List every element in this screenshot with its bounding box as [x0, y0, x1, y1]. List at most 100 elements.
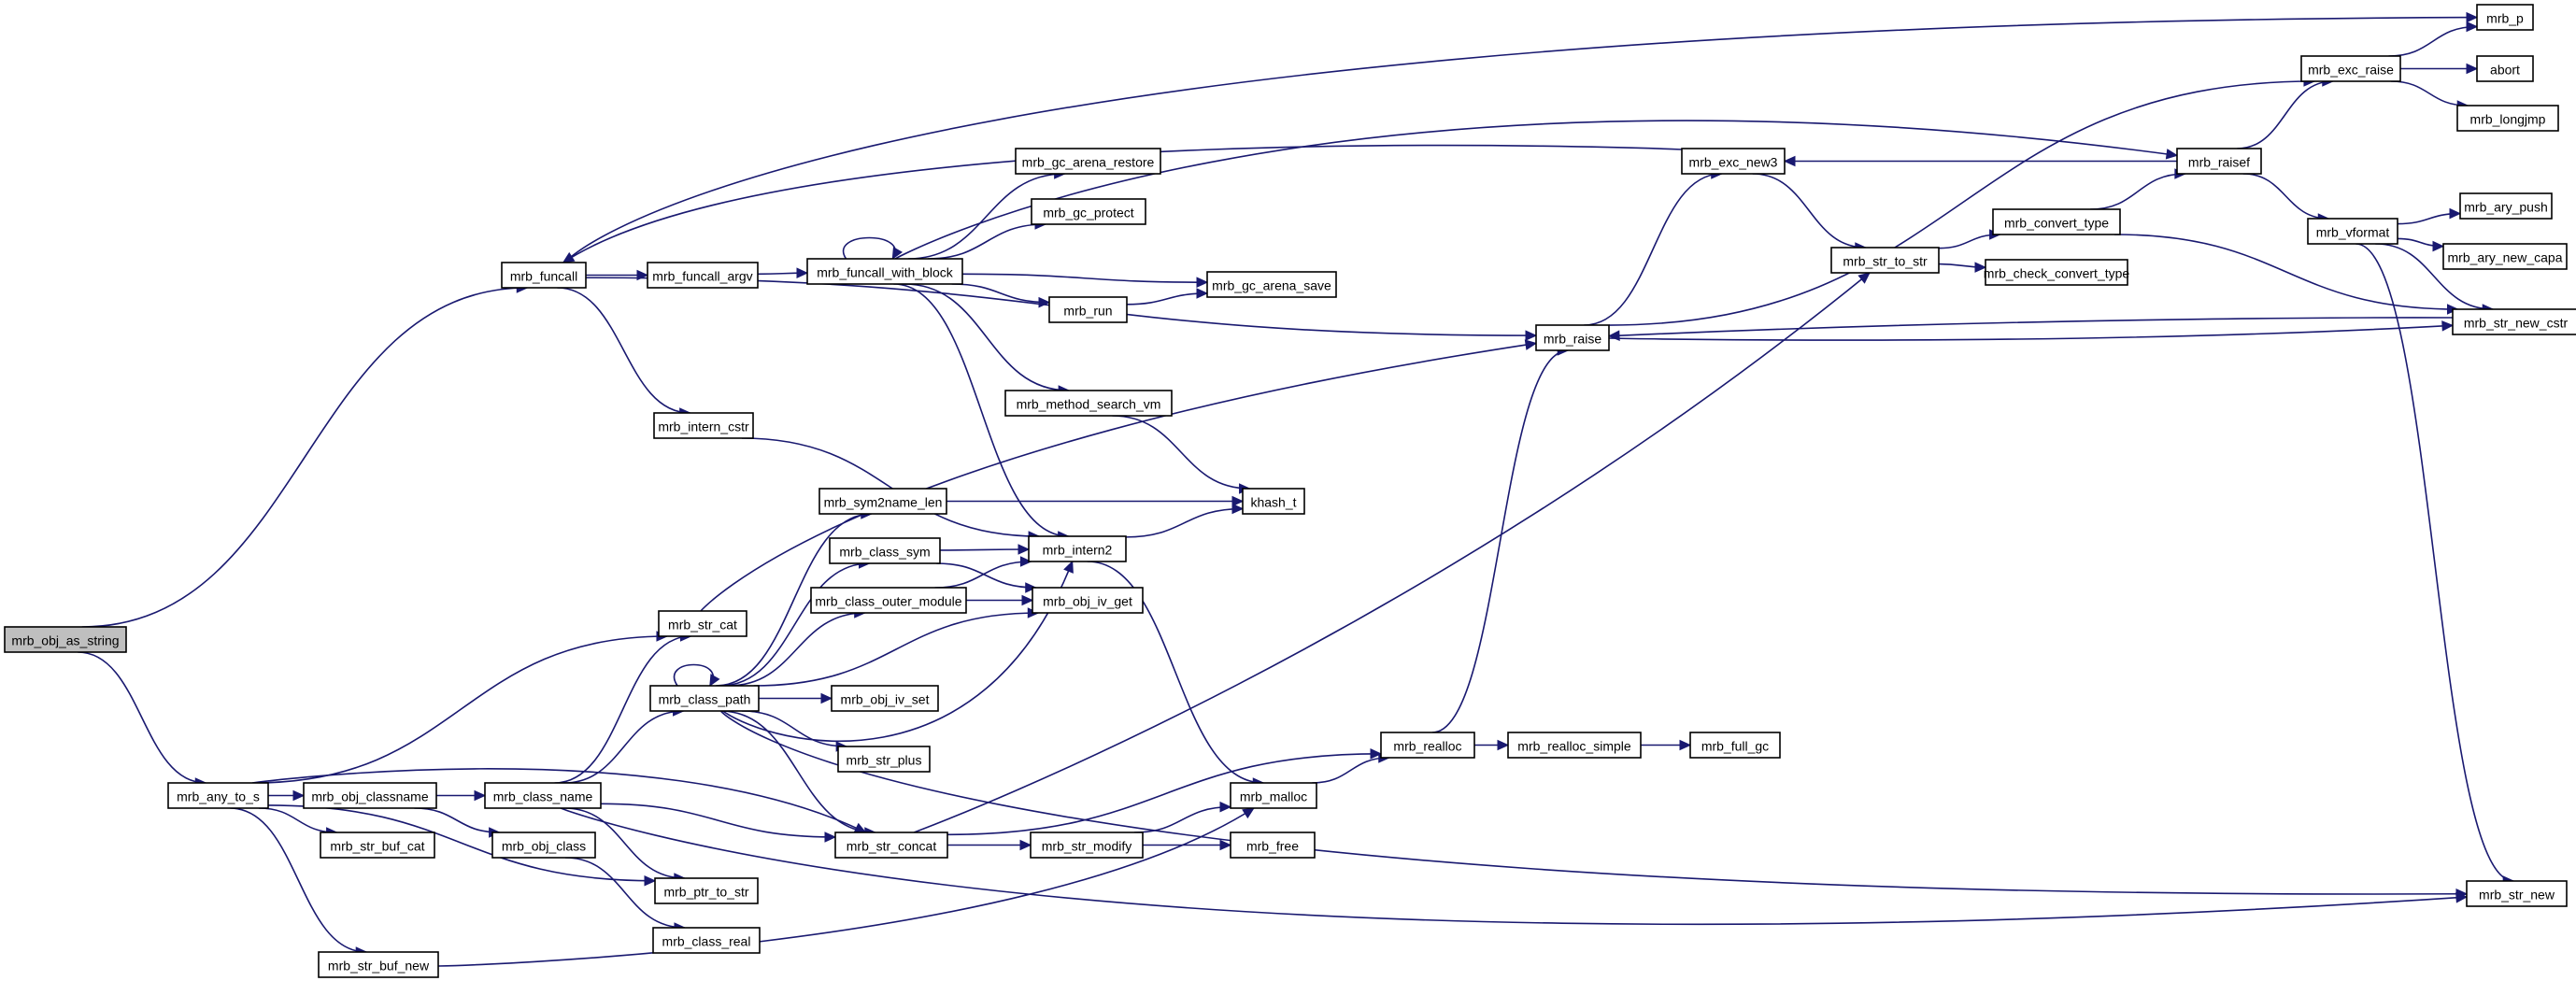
- node-mrb-free[interactable]: mrb_free: [1230, 832, 1316, 859]
- node-mrb-obj-class[interactable]: mrb_obj_class: [491, 832, 596, 859]
- node-mrb-method-search-vm[interactable]: mrb_method_search_vm: [1004, 390, 1173, 417]
- node-mrb-convert-type[interactable]: mrb_convert_type: [1992, 208, 2121, 235]
- node-box: [653, 412, 754, 439]
- node-box: [2476, 55, 2534, 82]
- edge-mrb_funcall_with_block-to-mrb_raisef: [894, 120, 2179, 260]
- node-mrb-obj-as-string[interactable]: mrb_obj_as_string: [4, 626, 127, 653]
- node-label: mrb_obj_classname: [311, 789, 428, 804]
- node-mrb-class-outer-module[interactable]: mrb_class_outer_module: [810, 587, 967, 614]
- edge-line: [951, 283, 1050, 304]
- edge-mrb_class_name-to-mrb_str_concat: [600, 803, 837, 843]
- node-label: mrb_raisef: [2188, 155, 2250, 170]
- node-mrb-intern2[interactable]: mrb_intern2: [1028, 535, 1127, 562]
- edge-line: [437, 807, 1255, 967]
- node-label: mrb_str_plus: [847, 753, 922, 768]
- node-mrb-realloc-simple[interactable]: mrb_realloc_simple: [1507, 732, 1642, 759]
- node-box: [501, 262, 587, 289]
- edge-mrb_any_to_s-to-mrb_ptr_to_str: [267, 804, 657, 887]
- node-mrb-str-plus[interactable]: mrb_str_plus: [837, 746, 931, 773]
- node-mrb-class-path[interactable]: mrb_class_path: [649, 685, 760, 712]
- edge-line: [741, 437, 1040, 537]
- edge-line: [1608, 324, 2454, 341]
- node-mrb-funcall-with-block[interactable]: mrb_funcall_with_block: [806, 258, 963, 285]
- node-mrb-intern-cstr[interactable]: mrb_intern_cstr: [653, 412, 754, 439]
- node-mrb-vformat[interactable]: mrb_vformat: [2307, 218, 2398, 245]
- node-mrb-str-concat[interactable]: mrb_str_concat: [834, 832, 948, 859]
- edge-line: [961, 273, 1208, 283]
- node-khash-t[interactable]: khash_t: [1242, 488, 1305, 515]
- node-mrb-any-to-s[interactable]: mrb_any_to_s: [167, 782, 269, 809]
- node-mrb-exc-raise[interactable]: mrb_exc_raise: [2300, 55, 2401, 82]
- node-mrb-ptr-to-str[interactable]: mrb_ptr_to_str: [654, 877, 759, 904]
- edge-arrowhead: [2449, 207, 2462, 220]
- edge-mrb_any_to_s-to-mrb_str_cat: [253, 631, 669, 784]
- node-mrb-str-to-str[interactable]: mrb_str_to_str: [1830, 247, 1940, 274]
- edge-mrb_vformat-to-mrb_ary_push: [2397, 207, 2462, 225]
- edge-line: [894, 120, 2178, 260]
- edge-arrowhead: [1370, 748, 1383, 760]
- node-mrb-ary-new-capa[interactable]: mrb_ary_new_capa: [2442, 243, 2568, 270]
- node-mrb-class-name[interactable]: mrb_class_name: [484, 782, 602, 809]
- node-abort[interactable]: abort: [2476, 55, 2534, 82]
- node-mrb-sym2name-len[interactable]: mrb_sym2name_len: [818, 488, 947, 515]
- edge-line: [1312, 757, 1389, 784]
- node-label: mrb_realloc: [1393, 739, 1461, 754]
- node-mrb-funcall[interactable]: mrb_funcall: [501, 262, 587, 289]
- node-mrb-p[interactable]: mrb_p: [2476, 4, 2534, 31]
- node-mrb-raisef[interactable]: mrb_raisef: [2176, 148, 2262, 175]
- node-mrb-run[interactable]: mrb_run: [1048, 296, 1128, 323]
- edge-arrowhead: [891, 247, 904, 261]
- edge-arrowhead: [1196, 288, 1209, 299]
- node-label: mrb_obj_class: [502, 839, 586, 854]
- node-mrb-raise[interactable]: mrb_raise: [1535, 324, 1610, 351]
- edge-mrb_realloc-to-mrb_raise: [1431, 345, 1570, 733]
- edge-arrowhead: [2466, 21, 2479, 33]
- node-mrb-class-sym[interactable]: mrb_class_sym: [829, 537, 941, 564]
- node-label: mrb_p: [2486, 11, 2524, 26]
- edge-arrowhead: [1231, 503, 1245, 515]
- edge-mrb_funcall-to-mrb_intern_cstr: [557, 287, 691, 419]
- node-label: mrb_funcall_with_block: [817, 265, 954, 280]
- node-mrb-str-cat[interactable]: mrb_str_cat: [658, 610, 747, 637]
- node-mrb-realloc[interactable]: mrb_realloc: [1380, 732, 1475, 759]
- node-box: [1004, 390, 1173, 417]
- node-mrb-gc-protect[interactable]: mrb_gc_protect: [1031, 198, 1146, 225]
- node-mrb-malloc[interactable]: mrb_malloc: [1230, 782, 1317, 809]
- edge-arrowhead: [1857, 272, 1871, 284]
- node-mrb-full-gc[interactable]: mrb_full_gc: [1689, 732, 1781, 759]
- edge-arrowhead: [1231, 495, 1245, 507]
- node-mrb-str-new[interactable]: mrb_str_new: [2466, 880, 2568, 907]
- node-mrb-obj-classname[interactable]: mrb_obj_classname: [303, 782, 437, 809]
- edge-mrb_class_outer_module-to-mrb_obj_iv_get: [965, 594, 1034, 606]
- edge-line: [934, 561, 1032, 589]
- node-mrb-obj-iv-set[interactable]: mrb_obj_iv_set: [831, 685, 939, 712]
- node-mrb-longjmp[interactable]: mrb_longjmp: [2456, 105, 2559, 132]
- node-box: [1380, 732, 1475, 759]
- edge-line: [1584, 173, 1722, 326]
- node-mrb-class-real[interactable]: mrb_class_real: [652, 927, 761, 954]
- node-box: [1032, 587, 1144, 614]
- edge-line: [557, 287, 690, 414]
- edge-mrb_any_to_s-to-mrb_obj_classname: [267, 789, 306, 802]
- node-box: [1048, 296, 1128, 323]
- node-label: mrb_str_new: [2479, 888, 2555, 903]
- node-mrb-str-buf-cat[interactable]: mrb_str_buf_cat: [320, 832, 435, 859]
- node-mrb-str-buf-new[interactable]: mrb_str_buf_new: [318, 951, 439, 978]
- node-box: [2476, 4, 2534, 31]
- node-mrb-check-convert-type[interactable]: mrb_check_convert_type: [1984, 259, 2130, 286]
- node-mrb-gc-arena-save[interactable]: mrb_gc_arena_save: [1206, 271, 1337, 298]
- node-mrb-exc-new3[interactable]: mrb_exc_new3: [1681, 148, 1786, 175]
- edge-line: [719, 562, 870, 687]
- node-label: mrb_ary_new_capa: [2448, 250, 2563, 265]
- node-box: [2466, 880, 2568, 907]
- node-box: [303, 782, 437, 809]
- node-mrb-obj-iv-get[interactable]: mrb_obj_iv_get: [1032, 587, 1144, 614]
- edge-mrb_class_sym-to-mrb_intern2: [939, 544, 1031, 555]
- node-mrb-str-modify[interactable]: mrb_str_modify: [1030, 832, 1144, 859]
- node-mrb-gc-arena-restore[interactable]: mrb_gc_arena_restore: [1015, 148, 1161, 175]
- node-mrb-funcall-argv[interactable]: mrb_funcall_argv: [647, 262, 759, 289]
- node-mrb-ary-push[interactable]: mrb_ary_push: [2459, 192, 2553, 220]
- node-mrb-str-new-cstr[interactable]: mrb_str_new_cstr: [2452, 308, 2576, 335]
- node-label: mrb_free: [1246, 839, 1299, 854]
